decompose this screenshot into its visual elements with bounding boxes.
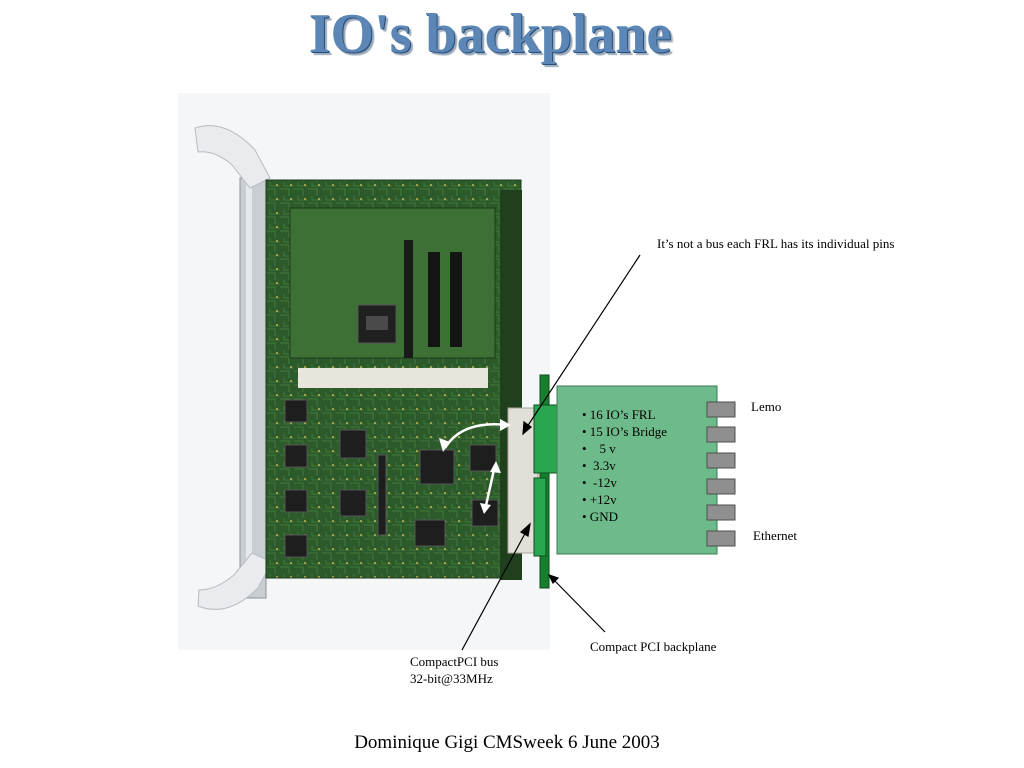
mezzanine-connector	[298, 368, 488, 388]
pin-item: • 5 v	[582, 440, 667, 457]
pin-item: • GND	[582, 508, 667, 525]
pin-item: • 3.3v	[582, 457, 667, 474]
bus-label-line1: CompactPCI bus	[410, 653, 498, 670]
j-connector-lower	[534, 478, 546, 556]
pin-item: • -12v	[582, 474, 667, 491]
lemo-label: Lemo	[751, 398, 781, 415]
pin-item: • 16 IO’s FRL	[582, 406, 667, 423]
pin-item: • +12v	[582, 491, 667, 508]
mezzanine-card	[290, 208, 495, 358]
pins-note-label: It’s not a bus each FRL has its individu…	[657, 235, 894, 252]
bus-label-line2: 32-bit@33MHz	[410, 670, 493, 687]
backplane-label: Compact PCI backplane	[590, 638, 716, 655]
pin-list: • 16 IO’s FRL • 15 IO’s Bridge • 5 v • 3…	[582, 406, 667, 525]
footer-credit: Dominique Gigi CMSweek 6 June 2003	[0, 732, 1014, 754]
ethernet-label: Ethernet	[753, 527, 797, 544]
pin-item: • 15 IO’s Bridge	[582, 423, 667, 440]
